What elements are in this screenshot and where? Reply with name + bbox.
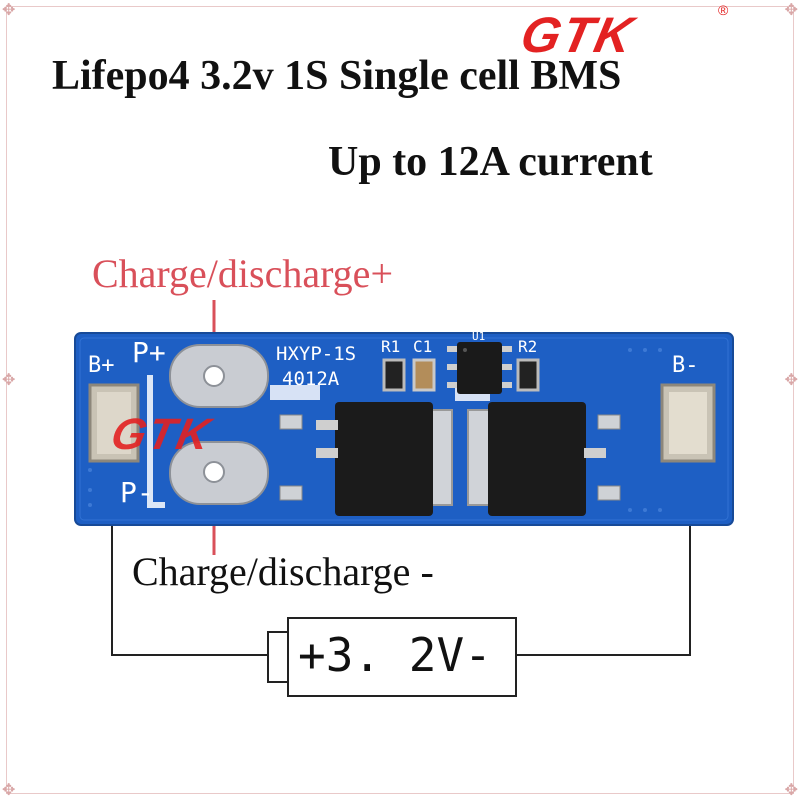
pad-label-b-plus: B+ [88,353,115,378]
corner-ornament-icon: ✥ [2,0,16,19]
pad-label-b-minus: B- [672,353,699,378]
page-subtitle: Up to 12A current [328,139,653,185]
terminal-p-plus [169,344,269,408]
mosfet-left [316,402,453,516]
ic-marking: U1 [472,330,485,343]
mosfet-right [467,402,606,516]
protection-ic [447,342,512,394]
side-ornament-icon: ✥ [2,370,16,389]
side-ornament-icon: ✥ [784,370,798,389]
resistor-r1 [382,358,406,392]
ref-r2: R2 [518,337,537,356]
corner-ornament-icon: ✥ [784,0,798,19]
board-model-line1: HXYP-1S [276,343,356,365]
corner-ornament-icon: ✥ [2,780,16,799]
terminal-p-minus [169,441,269,505]
corner-ornament-icon: ✥ [784,780,798,799]
board-model-line2: 4012A [282,368,340,390]
pad-label-p-minus: P- [120,476,154,509]
battery-voltage-label: +3. 2V- [298,628,492,682]
charge-discharge-positive-label: Charge/discharge+ [92,251,393,296]
page-title: Lifepo4 3.2v 1S Single cell BMS [52,53,622,99]
capacitor-c1 [412,358,436,392]
charge-discharge-negative-label: Charge/discharge - [132,549,434,594]
registered-mark: ® [718,2,729,18]
battery-symbol [267,617,517,697]
resistor-r2 [516,358,540,392]
pad-label-p-plus: P+ [132,336,166,369]
ref-c1: C1 [413,337,432,356]
image-frame [6,6,794,794]
trace-pad [270,385,320,400]
silkscreen-bar [147,375,165,508]
watermark-logo: GTK [106,410,217,459]
ref-r1: R1 [381,337,400,356]
